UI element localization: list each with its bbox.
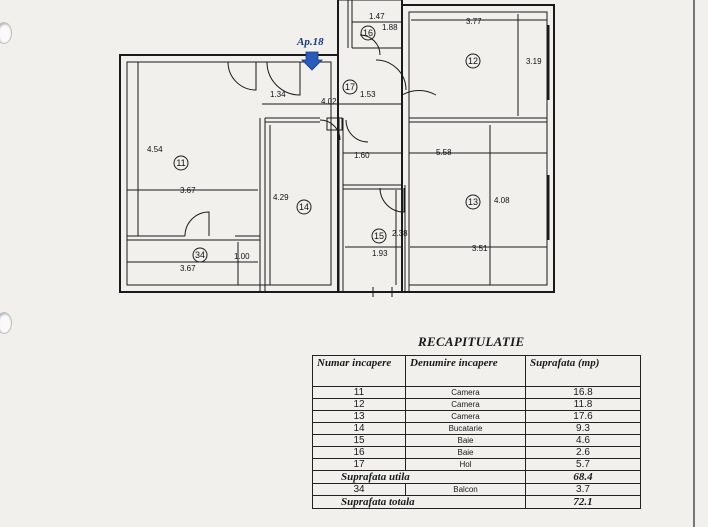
total-area-value: 72.1 bbox=[525, 495, 641, 509]
room-number-12: 12 bbox=[468, 56, 478, 66]
total-area-label: Suprafata totala bbox=[312, 495, 526, 509]
cell-area: 4.6 bbox=[525, 434, 641, 447]
dim-label: 5.58 bbox=[436, 148, 452, 157]
door-room-11 bbox=[227, 61, 257, 91]
useful-area-label: Suprafata utila bbox=[312, 470, 526, 484]
cell-number: 17 bbox=[312, 458, 406, 471]
room-circle-11 bbox=[173, 155, 189, 171]
dim-label: 4.54 bbox=[147, 145, 163, 154]
cell-number: 12 bbox=[312, 398, 406, 411]
room-circle-13 bbox=[465, 194, 481, 210]
dim-label: 1.34 bbox=[270, 90, 286, 99]
table-row: 12 Camera 11.8 bbox=[312, 398, 641, 411]
cell-area: 16.8 bbox=[525, 386, 641, 399]
cell-name: Baie bbox=[405, 446, 526, 459]
door-balcony bbox=[184, 211, 210, 237]
dim-label: 1.00 bbox=[234, 252, 250, 261]
balcony-row: 34 Balcon 3.7 bbox=[312, 483, 641, 496]
total-area-row: Suprafata totala 72.1 bbox=[312, 495, 641, 509]
entrance-arrow-icon bbox=[301, 51, 323, 71]
cell-name: Baie bbox=[405, 434, 526, 447]
recap-header-row: Numar incapere Denumire incapere Suprafa… bbox=[312, 355, 641, 387]
dim-label: 4.29 bbox=[273, 193, 289, 202]
useful-area-value: 68.4 bbox=[525, 470, 641, 484]
room-circle-12 bbox=[465, 53, 481, 69]
cell-name: Camera bbox=[405, 386, 526, 399]
floor-plan: Ap.18 11 12 13 14 15 16 17 34 1.47 1.88 … bbox=[119, 0, 555, 297]
dim-label: 3.67 bbox=[180, 264, 196, 273]
cell-area: 2.6 bbox=[525, 446, 641, 459]
table-row: 11 Camera 16.8 bbox=[312, 386, 641, 399]
dim-label: 2.38 bbox=[392, 229, 408, 238]
cell-name: Camera bbox=[405, 398, 526, 411]
dim-label: 1.93 bbox=[372, 249, 388, 258]
cell-number: 14 bbox=[312, 422, 406, 435]
col-header-area: Suprafata (mp) bbox=[525, 355, 641, 387]
room-circle-15 bbox=[371, 228, 387, 244]
door-entrance bbox=[266, 61, 301, 96]
page-border-line bbox=[693, 0, 695, 527]
dim-label: 3.51 bbox=[472, 244, 488, 253]
cell-number: 15 bbox=[312, 434, 406, 447]
room-circle-17 bbox=[342, 79, 358, 95]
door-room-12 bbox=[375, 59, 407, 91]
useful-area-row: Suprafata utila 68.4 bbox=[312, 470, 641, 484]
door-room-15 bbox=[379, 187, 405, 213]
dim-label: 3.67 bbox=[180, 186, 196, 195]
cell-number: 13 bbox=[312, 410, 406, 423]
outer-wall-left-block bbox=[119, 54, 339, 293]
dim-label: 1.53 bbox=[360, 90, 376, 99]
dim-label: 1.88 bbox=[382, 23, 398, 32]
dim-label: 3.77 bbox=[466, 17, 482, 26]
room-circle-34 bbox=[192, 247, 208, 263]
binder-hole-bottom bbox=[0, 312, 12, 334]
cell-area: 9.3 bbox=[525, 422, 641, 435]
dim-label: 1.60 bbox=[354, 151, 370, 160]
cell-number: 34 bbox=[312, 483, 406, 496]
table-row: 13 Camera 17.6 bbox=[312, 410, 641, 423]
door-room-14 bbox=[319, 119, 341, 141]
room-number-15: 15 bbox=[374, 231, 384, 241]
apartment-label: Ap.18 bbox=[296, 36, 324, 48]
cell-number: 11 bbox=[312, 386, 406, 399]
recap-title: RECAPITULATIE bbox=[418, 334, 525, 349]
cell-area: 5.7 bbox=[525, 458, 641, 471]
table-row: 16 Baie 2.6 bbox=[312, 446, 641, 459]
dim-label: 4.08 bbox=[494, 196, 510, 205]
room-circle-14 bbox=[296, 199, 312, 215]
cell-area: 11.8 bbox=[525, 398, 641, 411]
dim-label: 4.02 bbox=[321, 97, 337, 106]
table-row: 14 Bucatarie 9.3 bbox=[312, 422, 641, 435]
dim-label: 3.19 bbox=[526, 57, 542, 66]
room-number-13: 13 bbox=[468, 197, 478, 207]
cell-name: Camera bbox=[405, 410, 526, 423]
table-row: 15 Baie 4.6 bbox=[312, 434, 641, 447]
room-number-34: 34 bbox=[195, 250, 205, 260]
col-header-name: Denumire incapere bbox=[405, 355, 526, 387]
room-number-11: 11 bbox=[176, 158, 185, 168]
binder-hole-top bbox=[0, 22, 12, 44]
recap-table: Numar incapere Denumire incapere Suprafa… bbox=[312, 355, 641, 509]
cell-area: 3.7 bbox=[525, 483, 641, 496]
room-circle-16 bbox=[360, 25, 376, 41]
table-row: 17 Hol 5.7 bbox=[312, 458, 641, 471]
room-number-14: 14 bbox=[299, 202, 309, 212]
cell-number: 16 bbox=[312, 446, 406, 459]
cell-name: Balcon bbox=[405, 483, 526, 496]
cell-name: Hol bbox=[405, 458, 526, 471]
room-number-17: 17 bbox=[345, 82, 355, 92]
cell-area: 17.6 bbox=[525, 410, 641, 423]
room-number-16: 16 bbox=[363, 28, 373, 38]
col-header-number: Numar incapere bbox=[312, 355, 406, 387]
cell-name: Bucatarie bbox=[405, 422, 526, 435]
dim-label: 1.47 bbox=[369, 12, 385, 21]
